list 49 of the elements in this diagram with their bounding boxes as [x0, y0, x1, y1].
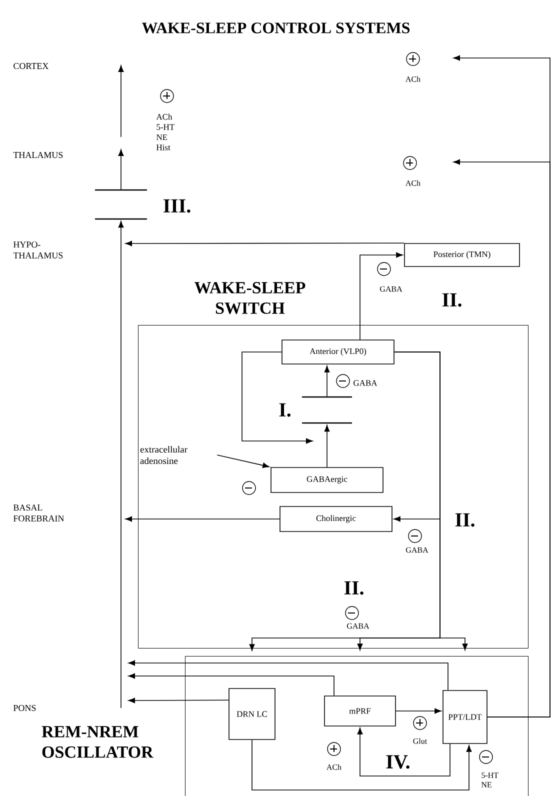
arrow	[360, 252, 403, 340]
neuron-group-box: mPRF	[324, 696, 396, 726]
transmitter-label: ACh	[326, 764, 342, 770]
transmitter-label: ACh	[406, 180, 420, 186]
arrow	[128, 698, 229, 704]
title: WAKE-SLEEP CONTROL SYSTEMS	[142, 22, 410, 34]
region-label: CORTEX	[14, 62, 48, 70]
region-label: THALAMUS	[13, 152, 63, 158]
transmitter-label: ACh	[406, 76, 420, 82]
neuron-group-box: Cholinergic	[280, 506, 392, 532]
region-label: HYPO-THALAMUS	[13, 242, 63, 258]
transmitter-label: GABA	[347, 623, 370, 629]
arrow	[396, 708, 442, 714]
roman-numeral: II.	[344, 581, 364, 595]
region-heading: REM-NREM OSCILLATOR	[42, 726, 154, 758]
transmitter-label: 5-HT NE	[481, 772, 498, 788]
transmitter-label: GABA	[380, 286, 402, 292]
transmitter-label: Glut	[413, 738, 428, 744]
roman-numeral: II.	[442, 293, 462, 307]
transmitter-label: ACh 5-HT NE Hist	[156, 114, 174, 150]
arrow	[242, 352, 313, 444]
region-label: BASAL FOREBRAIN	[13, 504, 64, 522]
transmitter-label: GABA	[406, 547, 428, 553]
arrow	[216, 454, 270, 468]
roman-numeral: I.	[279, 403, 290, 417]
neuron-group-box: Anterior (VLP0)	[282, 340, 394, 364]
neuron-group-box: DRN LC	[228, 688, 276, 740]
arrow	[394, 352, 468, 650]
arrow	[128, 673, 334, 696]
roman-numeral: III.	[164, 199, 190, 213]
arrow	[324, 424, 330, 468]
arrow	[118, 220, 124, 708]
region-heading: WAKE-SLEEP SWITCH	[194, 282, 306, 314]
arrow	[128, 660, 448, 690]
neuron-group-box: GABAergic	[270, 467, 384, 493]
arrow	[324, 366, 330, 397]
roman-numeral: IV.	[386, 755, 410, 769]
arrow	[357, 728, 450, 776]
source-text: extracellular adenosine	[140, 446, 188, 464]
transmitter-label: GABA	[354, 380, 378, 386]
arrow	[118, 149, 124, 190]
neuron-group-box: Posterior (TMN)	[404, 243, 520, 267]
arrow	[125, 516, 280, 522]
arrow	[252, 740, 472, 790]
arrow	[125, 240, 404, 246]
roman-numeral: II.	[455, 513, 474, 527]
region-label: PONS	[13, 704, 36, 712]
neuron-group-box: PPT/LDT	[442, 690, 488, 744]
arrow	[453, 159, 550, 718]
